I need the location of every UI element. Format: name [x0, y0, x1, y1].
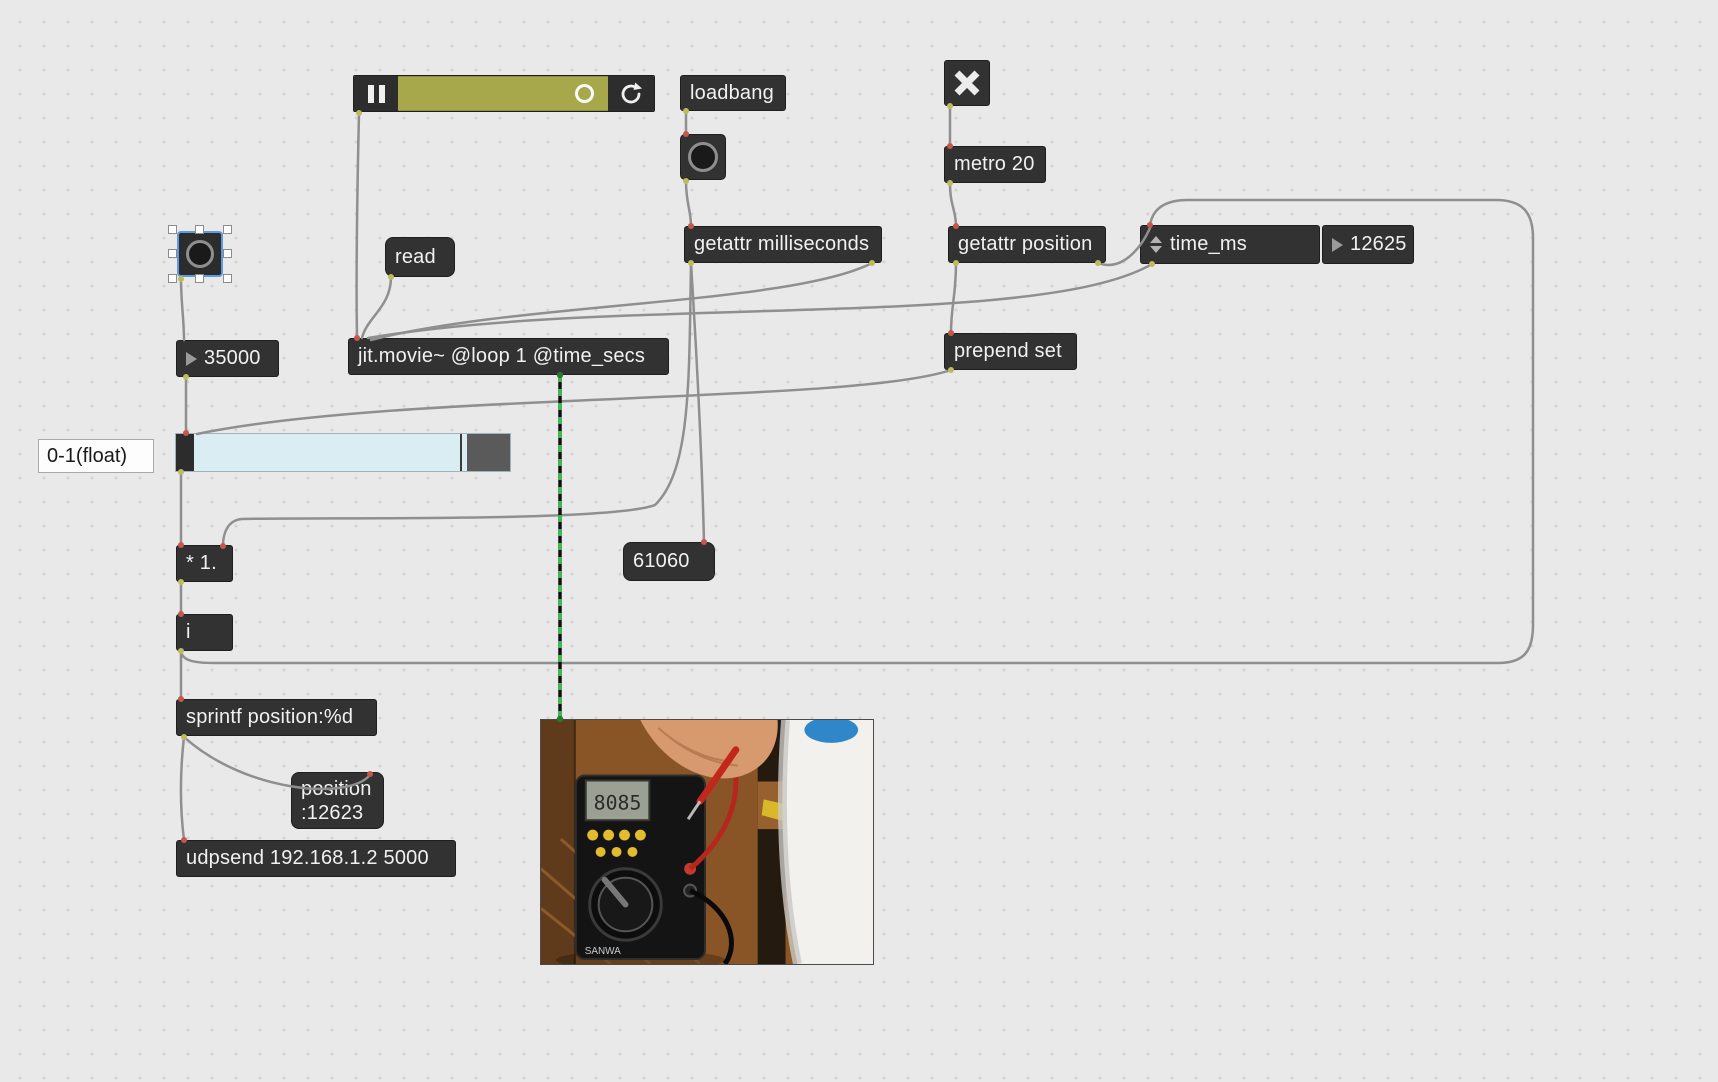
bang-circle-icon [688, 142, 718, 172]
comment-float-range[interactable]: 0-1(float) [38, 439, 154, 473]
object-label: * 1. [186, 552, 217, 574]
message-label: read [395, 245, 436, 268]
slider-knob[interactable] [176, 434, 194, 471]
object-int[interactable]: i [176, 614, 233, 651]
bang-button[interactable] [680, 134, 726, 180]
object-metro[interactable]: metro 20 [944, 146, 1046, 183]
object-label: getattr position [958, 233, 1093, 255]
message-line1: position [301, 777, 372, 800]
playbar-track[interactable] [398, 76, 608, 111]
object-getattr-milliseconds[interactable]: getattr milliseconds [684, 226, 882, 263]
number-box-duration[interactable]: 35000 [176, 340, 279, 377]
object-multiply[interactable]: * 1. [176, 545, 233, 582]
object-jit-movie[interactable]: jit.movie~ @loop 1 @time_secs [348, 338, 669, 375]
comment-text: 0-1(float) [47, 444, 128, 467]
selection-handle[interactable] [223, 274, 232, 283]
x-icon [954, 70, 980, 96]
pause-button[interactable] [354, 76, 398, 111]
object-prepend-set[interactable]: prepend set [944, 333, 1077, 370]
object-label: metro 20 [954, 153, 1035, 175]
selection-handle[interactable] [195, 225, 204, 234]
number-value: 12625 [1350, 233, 1407, 255]
object-label: loadbang [690, 81, 774, 104]
object-label: getattr milliseconds [694, 233, 870, 255]
multimeter-brand: SANWA [585, 946, 621, 957]
number-box-time-value[interactable]: 12625 [1322, 225, 1414, 264]
selection-handle[interactable] [168, 249, 177, 258]
object-label: udpsend 192.168.1.2 5000 [186, 847, 429, 869]
number-triangle-icon [1332, 237, 1343, 252]
selected-bang-button[interactable] [168, 225, 232, 283]
message-label: 61060 [633, 550, 690, 572]
selection-handle[interactable] [223, 249, 232, 258]
number-triangle-icon [186, 351, 197, 366]
jitter-dots [556, 371, 564, 723]
object-sprintf[interactable]: sprintf position:%d [176, 699, 377, 736]
hslider[interactable] [175, 433, 511, 472]
message-61060[interactable]: 61060 [623, 542, 715, 581]
bang-button[interactable] [177, 231, 223, 277]
attrui-label: time_ms [1170, 233, 1247, 255]
slider-right-block [467, 434, 510, 471]
playbar-position-knob[interactable] [575, 84, 594, 103]
jit-pwindow-video-preview[interactable]: 8085 SANWA [540, 717, 874, 970]
message-position[interactable]: position :12623 [291, 772, 384, 829]
object-loadbang[interactable]: loadbang [680, 75, 786, 111]
object-label: prepend set [954, 340, 1062, 362]
attrui-time-ms[interactable]: time_ms [1140, 225, 1320, 264]
object-label: jit.movie~ @loop 1 @time_secs [358, 345, 646, 367]
video-frame-multimeter-photo: 8085 SANWA [540, 717, 873, 970]
object-getattr-position[interactable]: getattr position [948, 226, 1106, 263]
outlet-dots [178, 103, 1155, 740]
loop-button[interactable] [608, 76, 654, 111]
loop-icon [621, 82, 642, 103]
message-read[interactable]: read [385, 237, 455, 277]
selection-handle[interactable] [168, 274, 177, 283]
object-label: i [186, 621, 191, 643]
selection-handle[interactable] [223, 225, 232, 234]
sort-arrows-icon [1150, 236, 1162, 253]
message-line2: :12623 [301, 801, 364, 824]
bang-circle-icon [186, 240, 214, 268]
object-label: sprintf position:%d [186, 706, 354, 728]
slider-marker-line [460, 434, 462, 471]
number-value: 35000 [204, 347, 261, 369]
playbar[interactable] [353, 75, 655, 112]
pause-icon [367, 84, 385, 103]
selection-handle[interactable] [168, 225, 177, 234]
object-udpsend[interactable]: udpsend 192.168.1.2 5000 [176, 840, 456, 877]
toggle[interactable] [944, 60, 990, 106]
selection-handle[interactable] [195, 274, 204, 283]
multimeter-lcd-reading: 8085 [594, 791, 642, 814]
